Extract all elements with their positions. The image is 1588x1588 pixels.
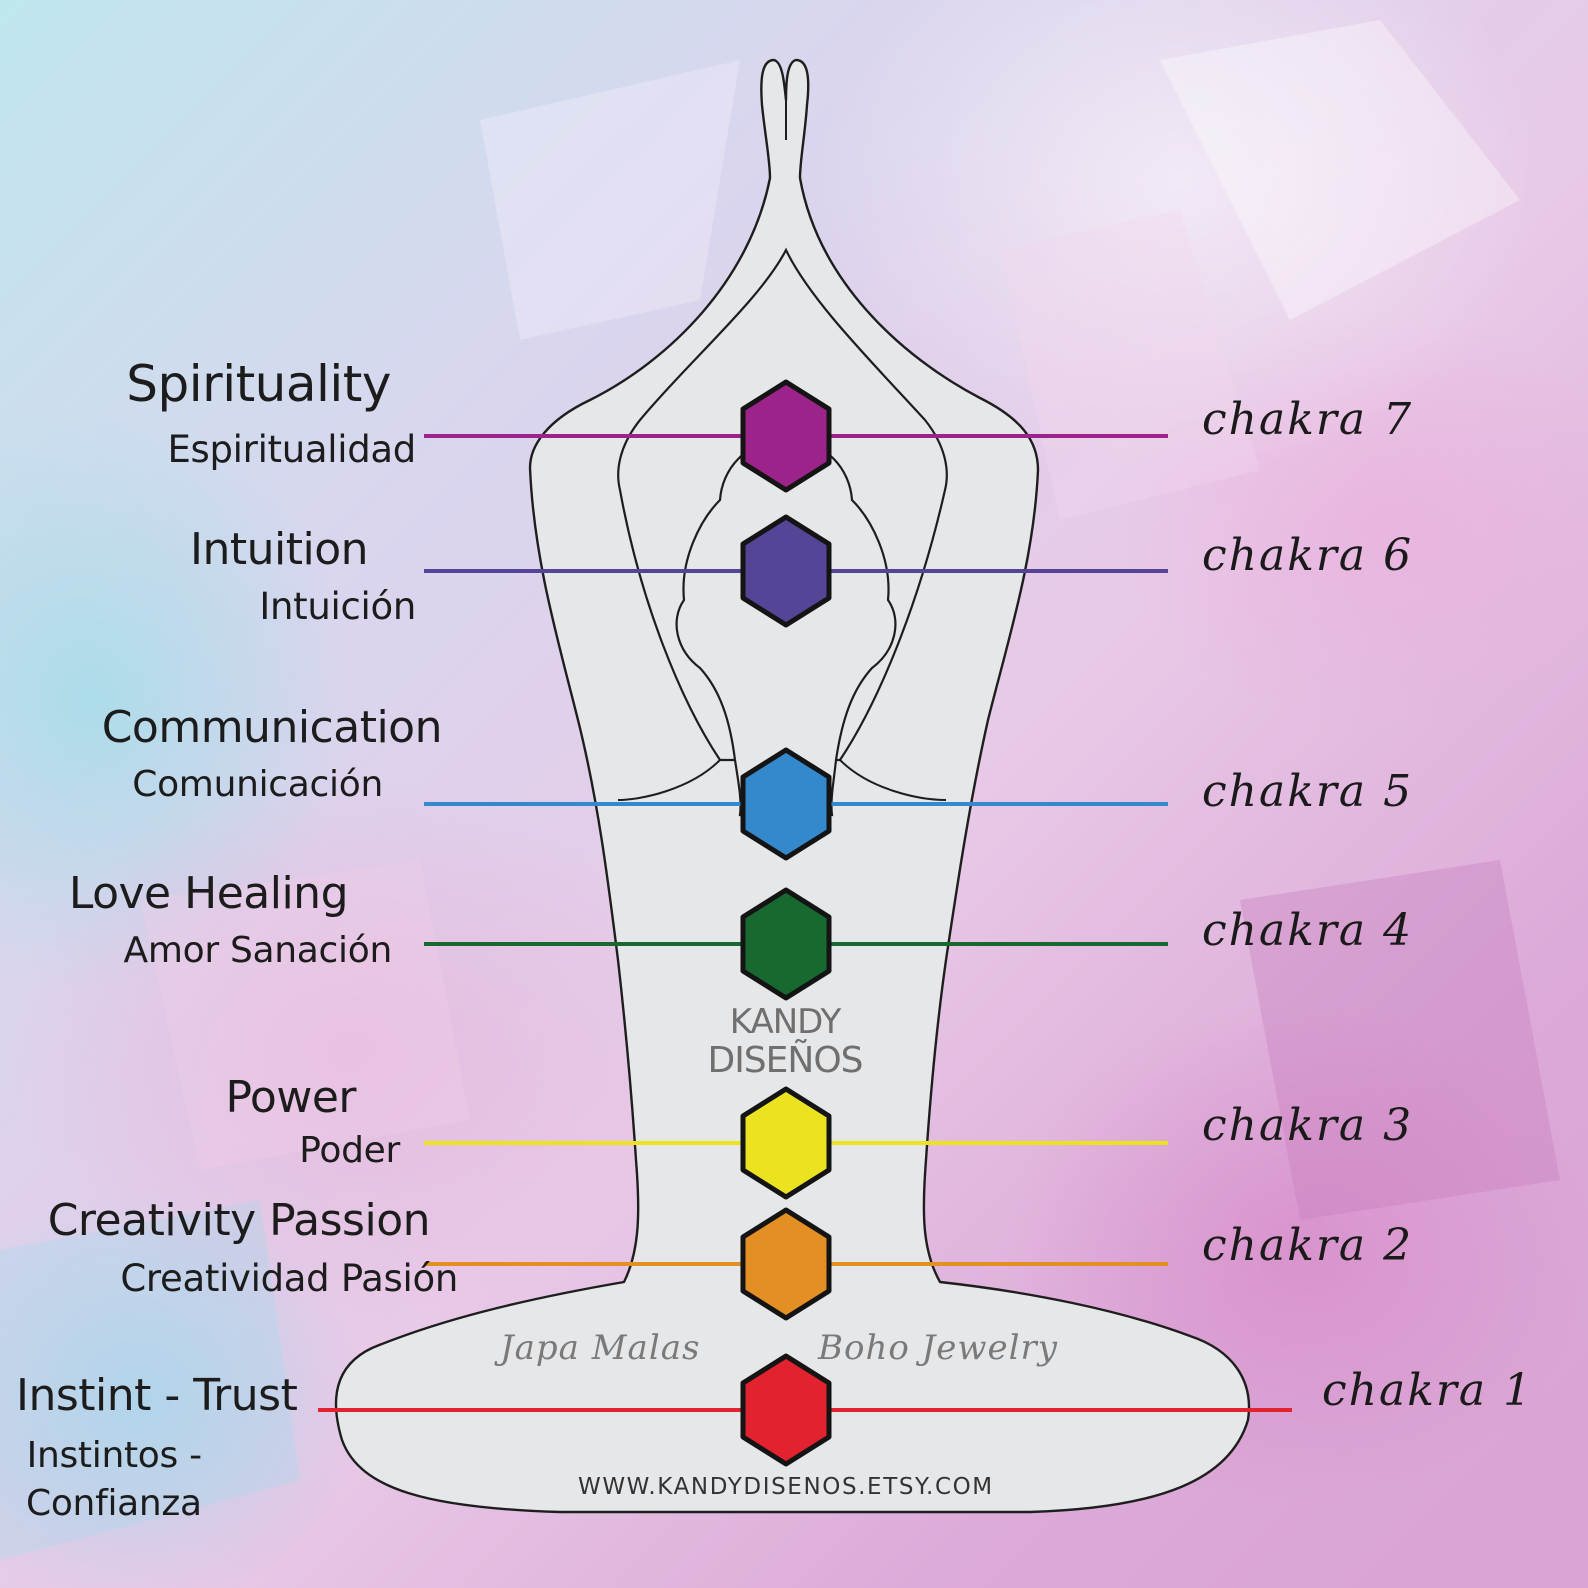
label-es-chakra-5: Comunicación xyxy=(132,764,383,805)
chakra-7-label: chakra 7 xyxy=(1202,394,1414,445)
shoulder-line-left xyxy=(617,759,721,801)
label-en-chakra-1: Instint - Trust xyxy=(16,1370,298,1421)
tagline-right: Boho Jewelry xyxy=(818,1328,1058,1368)
chakra-5-label: chakra 5 xyxy=(1202,766,1414,817)
label-es-chakra-3: Poder xyxy=(299,1130,400,1171)
chakra-6-label: chakra 6 xyxy=(1202,530,1414,581)
label-es-chakra-2: Creatividad Pasión xyxy=(120,1257,458,1300)
label-en-chakra-4: Love Healing xyxy=(68,868,349,919)
chakra-hexagon-5 xyxy=(740,747,832,861)
label-es-chakra-7: Espiritualidad xyxy=(167,428,416,471)
label-en-chakra-7: Spirituality xyxy=(126,355,391,413)
chakra-hexagons xyxy=(740,379,832,1467)
tagline-left: Japa Malas xyxy=(500,1328,701,1368)
label-en-chakra-6: Intuition xyxy=(189,524,369,575)
label-en-chakra-3: Power xyxy=(225,1072,356,1123)
label-en-chakra-5: Communication xyxy=(101,702,443,753)
chakra-hexagon-1 xyxy=(740,1353,832,1467)
chakra-hexagon-6 xyxy=(740,514,832,628)
shoulder-line-right xyxy=(839,759,947,801)
brand-line-2: DISEÑOS xyxy=(707,1040,863,1081)
crystal-facets xyxy=(0,20,1560,1560)
chakra-3-label: chakra 3 xyxy=(1202,1100,1414,1151)
chakra-1-label: chakra 1 xyxy=(1322,1365,1534,1416)
label-es-chakra-1: Instintos - Confianza xyxy=(26,1435,202,1524)
chakra-hexagon-2 xyxy=(740,1207,832,1321)
label-en-chakra-2: Creativity Passion xyxy=(47,1195,431,1246)
chakra-4-label: chakra 4 xyxy=(1202,905,1414,956)
brand-line-1: KANDY xyxy=(729,1002,841,1042)
label-es-chakra-4: Amor Sanación xyxy=(123,930,393,971)
chakra-hexagon-7 xyxy=(740,379,832,493)
website-url: WWW.KANDYDISENOS.ETSY.COM xyxy=(578,1474,994,1500)
chakra-hexagon-4 xyxy=(740,887,832,1001)
chakra-hexagon-3 xyxy=(740,1086,832,1200)
chakra-2-label: chakra 2 xyxy=(1202,1220,1414,1271)
label-es-chakra-6: Intuición xyxy=(259,585,416,628)
